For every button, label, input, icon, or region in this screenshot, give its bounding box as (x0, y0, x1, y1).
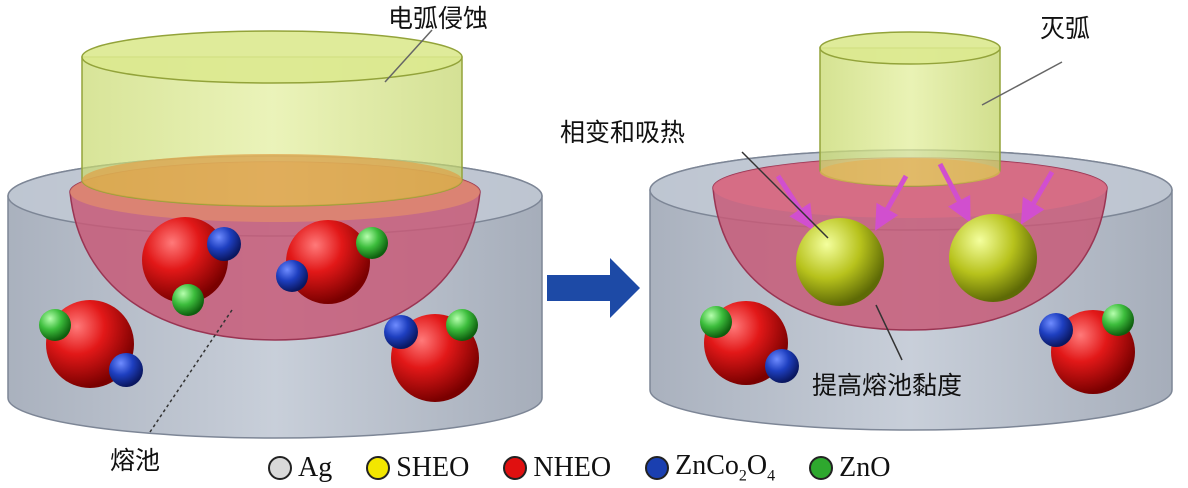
label-viscosity: 提高熔池黏度 (812, 371, 963, 400)
right-electrode-bottom (820, 158, 1000, 186)
left-nheo-particle-2 (286, 220, 370, 304)
ag-swatch-icon (268, 456, 292, 480)
left-pool-leader (149, 309, 233, 433)
znco2o4-swatch-icon (645, 456, 670, 480)
left-nheo-particle-1 (142, 217, 228, 303)
right-panel (649, 31, 1173, 431)
heat-arrow-4 (1020, 170, 1055, 225)
label-arc-erosion: 电弧侵蚀 (388, 4, 489, 33)
legend-item-sheo: SHEO (366, 454, 469, 482)
legend-label-znco2o4: ZnCo2O4 (675, 449, 776, 485)
left-arc-erosion-leader (384, 29, 433, 83)
heat-arrow-3 (937, 162, 971, 223)
right-phase-change-leader (741, 151, 829, 239)
transition-arrow (547, 258, 640, 318)
left-electrode-arc-zone (82, 154, 462, 206)
right-znco2o4-particle-2 (1039, 313, 1073, 347)
legend-label-nheo: NHEO (533, 452, 612, 483)
legend-label-ag: Ag (298, 452, 333, 483)
nheo-swatch-icon (503, 456, 528, 480)
legend: Ag SHEO NHEO ZnCo2O4 ZnO (268, 450, 924, 486)
mechanism-diagram (7, 29, 1173, 439)
right-viscosity-leader (875, 304, 903, 361)
legend-label-zno: ZnO (839, 452, 891, 483)
right-zno-particle-1 (700, 306, 732, 338)
label-arc-extinction: 灭弧 (1040, 14, 1091, 43)
right-sheo-particle-2 (949, 214, 1037, 302)
right-znco2o4-particle-1 (765, 349, 799, 383)
left-zno-particle-1 (172, 284, 204, 316)
heat-arrow-2 (875, 174, 909, 231)
legend-label-sheo: SHEO (396, 452, 470, 483)
left-znco2o4-particle-1 (207, 227, 241, 261)
right-zno-particle-2 (1102, 304, 1134, 336)
left-znco2o4-particle-2 (276, 260, 308, 292)
heat-arrow-1 (775, 174, 814, 231)
left-zno-particle-2 (356, 227, 388, 259)
sheo-swatch-icon (366, 456, 391, 480)
label-phase-change: 相变和吸热 (560, 118, 686, 147)
left-electrode-top (81, 30, 463, 84)
right-electrode-top (819, 31, 1001, 65)
right-arc-extinction-leader (981, 61, 1063, 106)
zno-swatch-icon (809, 456, 834, 480)
left-panel (7, 29, 543, 439)
label-molten-pool: 熔池 (110, 446, 161, 475)
left-zno-particle-3 (39, 309, 71, 341)
left-znco2o4-particle-4 (384, 315, 418, 349)
legend-item-zno: ZnO (809, 454, 890, 482)
legend-item-ag: Ag (268, 454, 332, 482)
right-sheo-particle-1 (796, 218, 884, 306)
left-znco2o4-particle-3 (109, 353, 143, 387)
legend-item-znco2o4: ZnCo2O4 (645, 449, 776, 485)
left-zno-particle-4 (446, 309, 478, 341)
legend-item-nheo: NHEO (503, 454, 611, 482)
